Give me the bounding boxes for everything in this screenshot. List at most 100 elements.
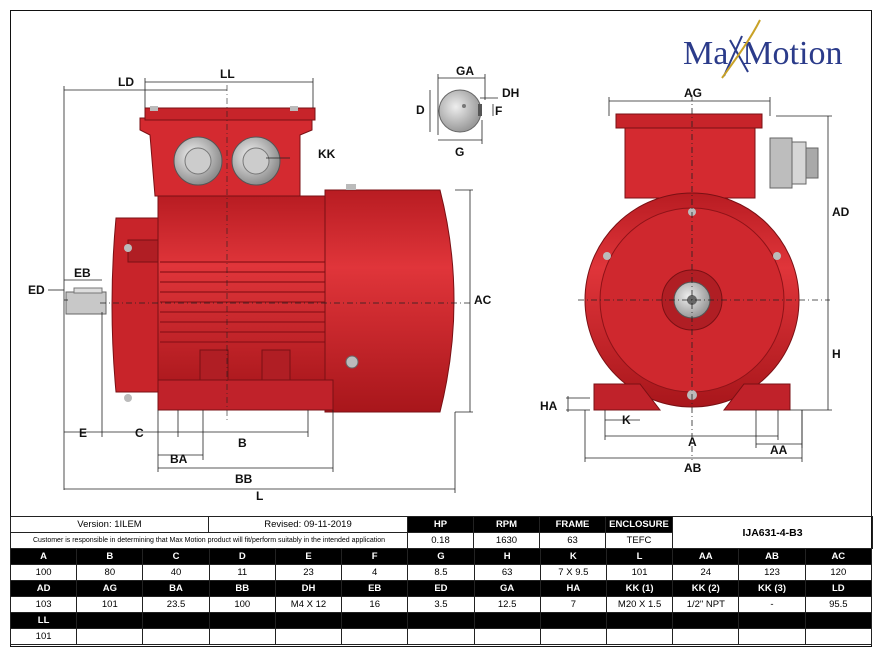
foot-boss [199,349,229,381]
fan-cover-screw [345,355,359,369]
label-DH: DH [502,86,519,100]
dim-cell: 7 [539,596,607,613]
header-enclosure: ENCLOSURE [605,516,673,533]
dim-cell: EB [341,580,409,597]
logo-swoosh [721,19,761,79]
revised-cell: Revised: 09-11-2019 [208,516,408,533]
top-screw [346,184,356,190]
dim-cell: BB [208,580,276,597]
dim-cell: 101 [9,628,78,645]
dim-cell: 23 [274,564,343,581]
shaft-end-circle [438,89,482,133]
dim-cell: AD [9,580,78,597]
dim-cell [605,628,674,645]
foot-boss [261,349,291,381]
terminal-box [139,117,313,197]
dim-cell: G [407,548,475,565]
dim-cell: AA [672,548,740,565]
dim-cell: L [605,548,674,565]
dim-cell [341,628,409,645]
dim-cell: 123 [738,564,806,581]
dim-cell: 40 [142,564,210,581]
end-foot-right [722,383,791,411]
end-terminal-box [624,127,756,199]
label-KK: KK [318,147,336,161]
dim-cell [407,612,475,629]
dim-cell [208,612,276,629]
dim-cell: 1/2" NPT [672,596,740,613]
cooling-fins [160,261,330,343]
dim-cell: 100 [208,596,276,613]
shaft-key [73,287,103,294]
label-G: G [455,145,464,159]
dim-cell: KK (2) [672,580,740,597]
shaft-end-detail [429,74,498,144]
terminal-box-lid [144,107,316,121]
header-frame: FRAME [539,516,606,533]
dim-cell [76,628,144,645]
dim-cell: 4 [341,564,409,581]
dim-cell [672,628,740,645]
end-shield-bolt [124,244,132,252]
end-shield-rib [127,239,159,263]
dim-cell [76,612,144,629]
shaft-keyway [478,104,482,116]
label-HA: HA [540,399,558,413]
version-cell: Version: 1ILEM [10,516,209,533]
dim-cell: 101 [605,564,674,581]
dim-cell: KK (3) [738,580,806,597]
shaft-center-hole [462,104,466,108]
label-LL: LL [220,67,235,81]
dim-cell: M4 X 12 [274,596,343,613]
label-EB: EB [74,266,91,280]
end-dimension-lines [566,97,832,462]
dim-cell: BA [142,580,210,597]
label-A: A [688,435,697,449]
label-E: E [79,426,87,440]
motor-feet [157,379,334,411]
side-dimension-lines [48,78,473,493]
end-terminal-lid [615,113,763,129]
dim-cell: 24 [672,564,740,581]
side-view [65,85,470,420]
dim-cell: KK (1) [605,580,674,597]
dim-cell: E [274,548,343,565]
value-enclosure: TEFC [605,532,673,549]
label-AC: AC [474,293,492,307]
dim-cell: 11 [208,564,276,581]
header-hp: HP [407,516,474,533]
dim-cell [142,612,210,629]
dim-cell [274,628,343,645]
dim-cell: AG [76,580,144,597]
label-AA: AA [770,443,788,457]
dim-cell: C [142,548,210,565]
dim-cell: 16 [341,596,409,613]
dim-cell: D [208,548,276,565]
dim-cell: GA [473,580,541,597]
dim-cell [274,612,343,629]
dim-cell [407,628,475,645]
dim-cell [804,612,873,629]
dim-cell: M20 X 1.5 [605,596,674,613]
label-BB: BB [235,472,253,486]
dim-cell: AB [738,548,806,565]
label-AG: AG [684,86,702,100]
end-shield-bolt [124,394,132,402]
dim-cell: K [539,548,607,565]
fan-cover [324,189,455,413]
dim-cell: ED [407,580,475,597]
dim-cell: 120 [804,564,873,581]
dim-cell [539,628,607,645]
value-rpm: 1630 [473,532,540,549]
dim-cell: B [76,548,144,565]
dim-cell [473,612,541,629]
cable-gland-1-inner [184,147,212,175]
